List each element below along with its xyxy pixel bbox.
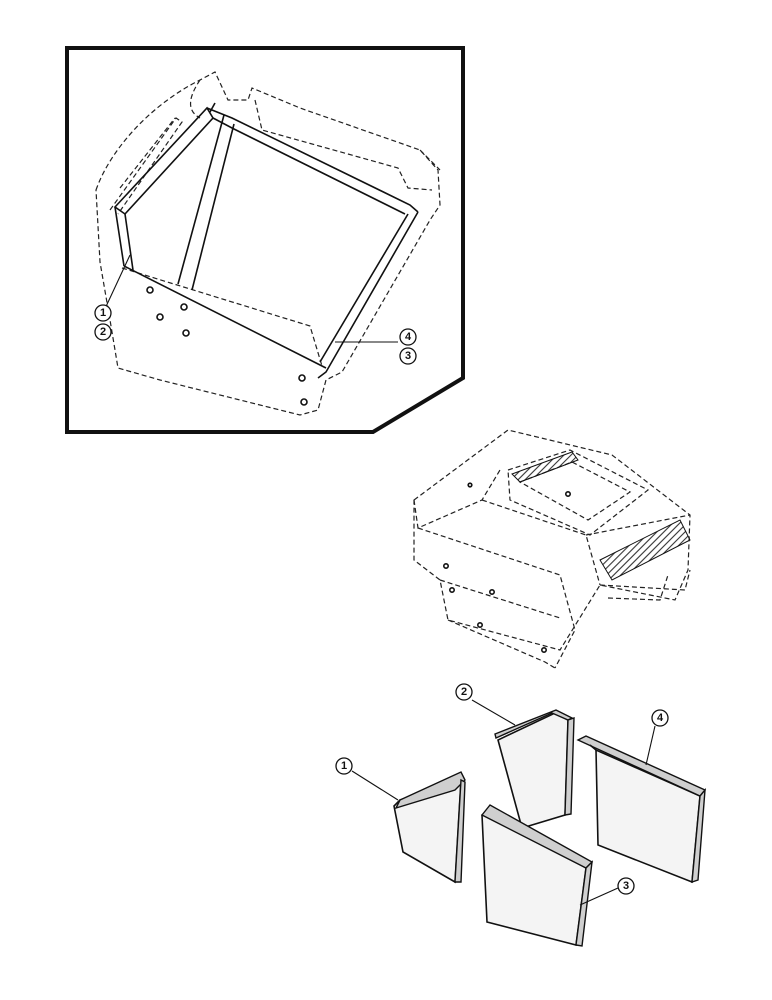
parts-callout-4: 4 — [651, 709, 669, 727]
panel-part-2 — [494, 709, 575, 830]
svg-text:4: 4 — [405, 331, 412, 343]
svg-text:2: 2 — [461, 686, 467, 698]
inset-callout-3: 3 — [399, 347, 417, 365]
inset-callout-4: 4 — [399, 328, 417, 346]
panel-part-1 — [393, 771, 466, 884]
locator-housing — [413, 429, 691, 669]
parts-callout-1: 1 — [335, 757, 353, 775]
svg-text:1: 1 — [341, 760, 347, 772]
panel-part-4 — [576, 735, 707, 884]
parts-callout-2: 2 — [455, 683, 473, 701]
svg-text:3: 3 — [623, 880, 629, 892]
inset-frame — [65, 46, 465, 434]
panel-part-3 — [480, 804, 594, 947]
parts-callout-3: 3 — [617, 877, 635, 895]
svg-text:4: 4 — [657, 712, 664, 724]
svg-text:1: 1 — [100, 307, 106, 319]
svg-text:2: 2 — [100, 326, 106, 338]
inset-fender-outline — [95, 71, 441, 416]
inset-callout-2: 2 — [94, 323, 112, 341]
svg-text:3: 3 — [405, 350, 411, 362]
inset-callouts: 1 2 4 3 — [94, 254, 417, 365]
inset-callout-1: 1 — [94, 304, 112, 322]
inset-panel-frame — [113, 102, 419, 379]
inset-bolt-holes — [146, 286, 308, 406]
parts-callouts: 1 2 3 4 — [335, 683, 669, 906]
